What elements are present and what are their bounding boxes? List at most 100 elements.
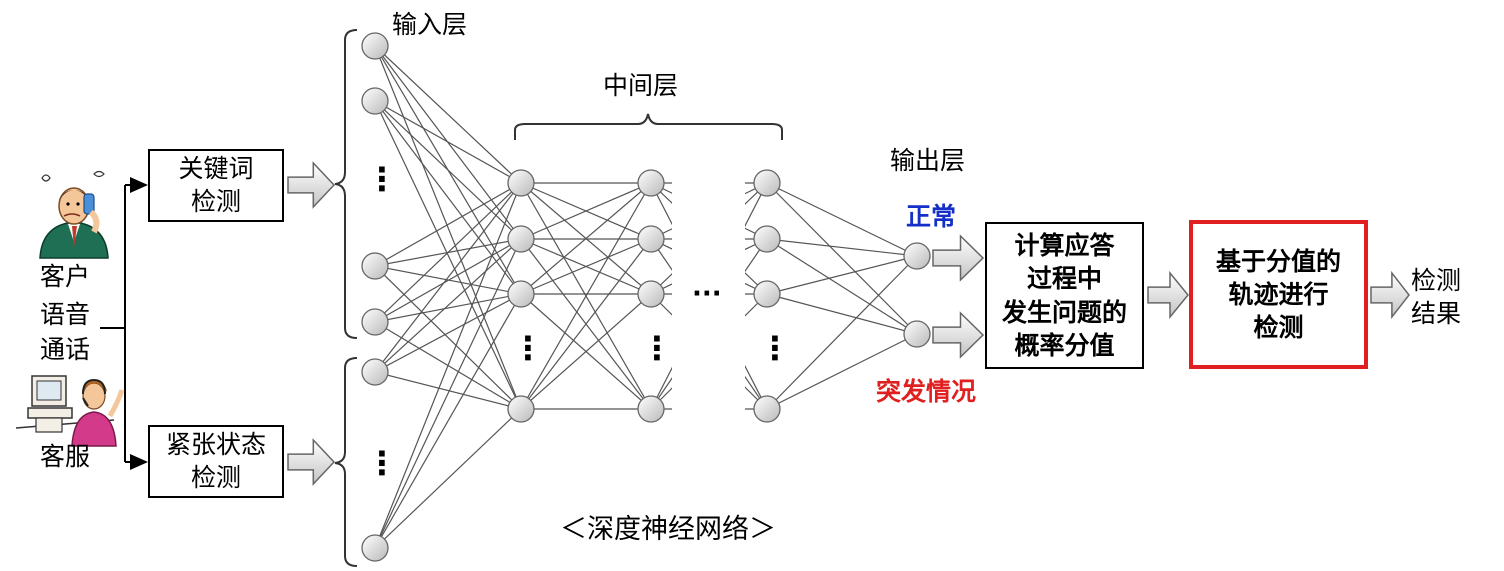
edge-hidden2-out-partial (650, 238, 672, 271)
hidden3-node (753, 395, 781, 423)
edge-input-hidden1 (374, 238, 522, 323)
edge-hidden2-out-partial (650, 228, 672, 240)
input-ellipsis-lower: ⋮ (366, 444, 398, 482)
edge-hidden3-output (766, 182, 918, 257)
edge-hidden3-output (766, 255, 918, 410)
hidden1-node (507, 395, 535, 423)
hidden1-node (507, 280, 535, 308)
customer-label: 客户 (40, 262, 91, 291)
keyword-to-input-arrow (287, 161, 336, 209)
normal-label: 正常 (906, 202, 957, 231)
trajectory-detection-box: 基于分值的 轨迹进行 检测 (1189, 220, 1368, 369)
edge-group-left (650, 182, 672, 410)
keyword-detection-label: 关键词 检测 (178, 154, 254, 216)
tension-detection-box: 紧张状态 检测 (148, 425, 284, 498)
edge-input-hidden1 (374, 45, 522, 184)
edge-hidden1-hidden2 (520, 182, 652, 240)
probability-calc-label: 计算应答 过程中 发生问题的 概率分值 (1001, 231, 1127, 360)
edge-input-hidden1 (374, 293, 522, 373)
edge-hidden1-hidden2 (520, 238, 652, 410)
call-center-agent-icon (15, 375, 125, 447)
edge-input-hidden1 (374, 182, 522, 373)
hidden1-ellipsis: ⋮ (512, 329, 544, 367)
edge-hidden2-out-partial (650, 182, 672, 226)
edge-hidden2-out-partial (650, 182, 672, 204)
edge-hidden3-in-partial (745, 238, 768, 251)
edge-hidden3-in-partial (745, 386, 768, 410)
input-node (361, 32, 389, 60)
hidden2-node (637, 169, 665, 197)
input-ellipsis-upper: ⋮ (366, 160, 398, 198)
keyword-detection-box: 关键词 检测 (148, 149, 284, 222)
edge-hidden2-out-partial (650, 293, 672, 316)
edge-group-right (745, 182, 768, 410)
input-bracket-lower (334, 357, 358, 567)
hidden1-node (507, 169, 535, 197)
edge-input-hidden1 (374, 100, 522, 240)
edge-input-hidden1 (374, 408, 522, 549)
middle-layer-brace (514, 113, 783, 140)
edge-hidden1-hidden2 (520, 182, 652, 295)
calc-to-trajectory-arrow (1147, 270, 1189, 320)
edge-hidden3-output (766, 333, 918, 410)
emergency-label: 突发情况 (876, 377, 977, 406)
middle-layer-label: 中间层 (603, 71, 679, 100)
edge-hidden3-in-partial (745, 272, 768, 295)
input-node (361, 534, 389, 562)
edge-hidden2-out-partial (650, 273, 672, 295)
input-node (361, 308, 389, 336)
edge-hidden3-in-partial (745, 182, 768, 228)
output-layer-label: 输出层 (890, 146, 966, 175)
edge-hidden3-output (766, 255, 918, 295)
edge-input-hidden1 (374, 45, 522, 410)
hidden1-node (507, 225, 535, 253)
edge-hidden3-output (766, 238, 918, 257)
edge-input-hidden1 (374, 182, 522, 267)
probability-calc-box: 计算应答 过程中 发生问题的 概率分值 (985, 222, 1144, 369)
emergency-output-arrow (932, 311, 985, 359)
output-node (903, 242, 931, 270)
edge-hidden2-out-partial (650, 377, 672, 410)
edge-hidden3-in-partial (745, 375, 768, 410)
edge-hidden2-out-partial (650, 387, 672, 410)
edge-hidden3-in-partial (745, 182, 768, 195)
hidden2-ellipsis: ⋮ (641, 329, 673, 367)
voice-call-label: 语音 通话 (40, 300, 91, 364)
edge-hidden3-in-partial (745, 293, 768, 317)
output-node (903, 320, 931, 348)
hidden3-node (753, 225, 781, 253)
result-label: 检测 结果 (1411, 266, 1462, 328)
tension-detection-label: 紧张状态 检测 (165, 430, 266, 492)
edge-hidden3-output (766, 238, 918, 335)
edge-hidden1-hidden2 (520, 293, 652, 410)
input-node (361, 252, 389, 280)
edge-hidden2-out-partial (650, 182, 672, 194)
stressed-customer-on-phone-icon (39, 170, 109, 259)
edge-input-hidden1 (374, 182, 522, 323)
edge-hidden3-in-partial (745, 364, 768, 410)
input-node (361, 87, 389, 115)
edge-hidden3-in-partial (745, 238, 768, 273)
edge-input-hidden1 (374, 293, 522, 323)
edge-input-hidden1 (374, 238, 522, 373)
edge-input-hidden1 (374, 182, 522, 549)
hidden2-node (637, 280, 665, 308)
layer-gap-ellipsis: ··· (692, 279, 722, 309)
edge-hidden1-hidden2 (520, 182, 652, 410)
edge-hidden3-in-partial (745, 282, 768, 295)
tension-to-input-arrow (287, 438, 336, 486)
edge-hidden3-output (766, 293, 918, 335)
hidden3-ellipsis: ⋮ (759, 329, 791, 367)
edge-hidden1-hidden2 (520, 238, 652, 295)
edge-input-hidden1 (374, 293, 522, 549)
normal-output-arrow (932, 234, 985, 282)
edge-hidden2-out-partial (650, 238, 672, 250)
edge-hidden3-in-partial (745, 182, 768, 205)
input-node (361, 358, 389, 386)
input-bracket-upper (334, 29, 358, 339)
edge-hidden3-output (766, 182, 918, 335)
edge-hidden3-in-partial (745, 227, 768, 240)
edge-hidden2-out-partial (650, 283, 672, 295)
